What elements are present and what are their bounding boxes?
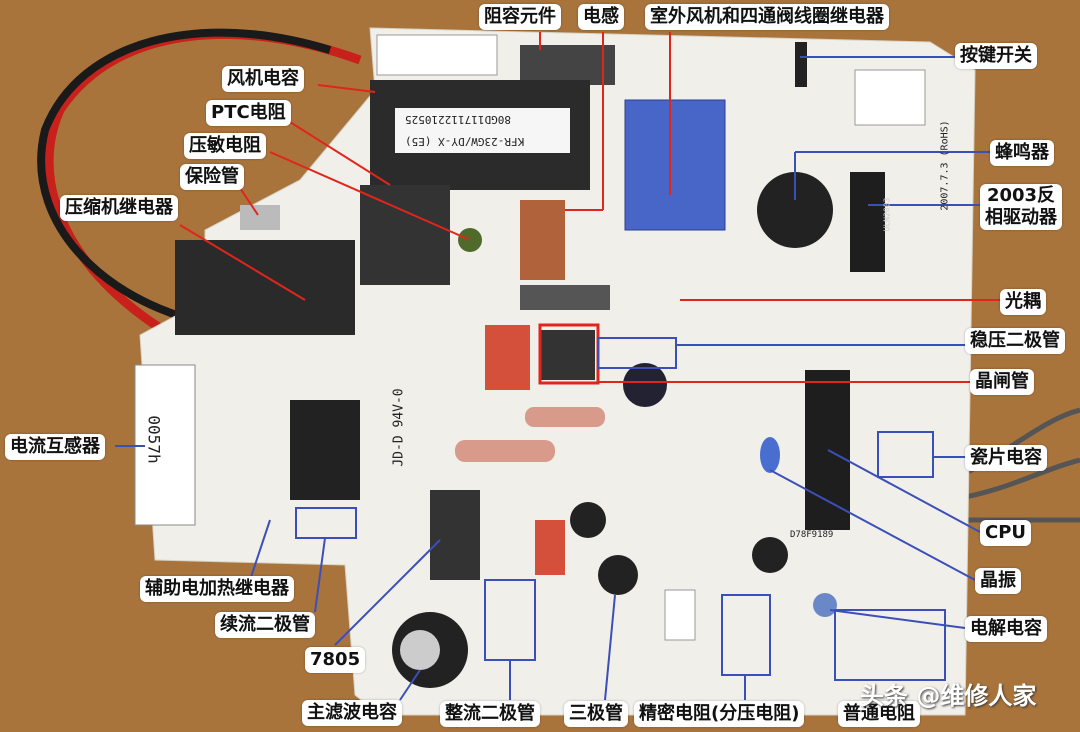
connector-cn12 bbox=[535, 520, 565, 575]
label-driver-line2: 相驱动器 bbox=[985, 207, 1057, 228]
label-ptc-resistor: PTC电阻 bbox=[206, 100, 291, 126]
zener-highlight bbox=[597, 337, 677, 369]
label-precision-resistor: 精密电阻(分压电阻) bbox=[634, 701, 805, 727]
cpu-mark: D78F9189 bbox=[790, 530, 834, 540]
label-thyristor: 晶闸管 bbox=[970, 369, 1034, 395]
label-driver: 2003反相驱动器 bbox=[980, 184, 1062, 230]
date-mark: 2007.7.3 (RoHS) bbox=[939, 120, 951, 211]
label-inductor: 电感 bbox=[578, 4, 624, 30]
power-resistor-1 bbox=[455, 440, 555, 462]
ceramic-cap-group bbox=[877, 431, 934, 478]
driver-mark: ULN2003 bbox=[882, 197, 892, 232]
power-resistor-2 bbox=[525, 407, 605, 427]
label-buzzer: 蜂鸣器 bbox=[990, 140, 1054, 166]
uln2003-chip bbox=[850, 172, 885, 272]
crystal-body bbox=[760, 437, 780, 473]
label-fan-capacitor: 风机电容 bbox=[222, 66, 304, 92]
compressor-relay-body bbox=[175, 240, 355, 335]
label-compressor-relay: 压缩机继电器 bbox=[60, 195, 178, 221]
electrolytic-cap-2 bbox=[570, 502, 606, 538]
label-rc-component: 阻容元件 bbox=[479, 4, 561, 30]
thyristor-body bbox=[540, 330, 595, 380]
buzzer-body bbox=[757, 172, 833, 248]
freewheel-highlight bbox=[295, 507, 357, 539]
aux-relay-body bbox=[290, 400, 360, 500]
electrolytic-cap-1 bbox=[623, 363, 667, 407]
electrolytic-cap-4 bbox=[813, 593, 837, 617]
label-electrolytic-capacitor: 电解电容 bbox=[965, 616, 1047, 642]
label-rectifier-diode: 整流二极管 bbox=[440, 701, 540, 727]
label-outdoor-fan-relay: 室外风机和四通阀线圈继电器 bbox=[645, 4, 889, 30]
label-aux-heater-relay: 辅助电加热继电器 bbox=[140, 576, 294, 602]
regulator-7805-body bbox=[430, 490, 480, 580]
leader-lines-red bbox=[179, 32, 1000, 383]
label-varistor: 压敏电阻 bbox=[184, 133, 266, 159]
label-crystal: 晶振 bbox=[975, 568, 1021, 594]
ct-mark: 0057h bbox=[144, 415, 164, 464]
label-transistor: 三极管 bbox=[564, 701, 628, 727]
label-cpu: CPU bbox=[980, 520, 1032, 546]
connector-cn1 bbox=[664, 589, 696, 641]
transistor-body bbox=[598, 555, 638, 595]
label-zener-diode: 稳压二极管 bbox=[965, 328, 1065, 354]
inductor-coil bbox=[520, 200, 565, 280]
sticker-model: KFR-23GW/DY-X (E5) bbox=[405, 135, 525, 148]
cpu-chip bbox=[805, 370, 850, 530]
connector-cn9 bbox=[485, 325, 530, 390]
ptc-block bbox=[360, 185, 450, 285]
connector-cn7 bbox=[854, 69, 926, 126]
connector-top bbox=[376, 34, 498, 76]
label-ordinary-resistor: 普通电阻 bbox=[838, 701, 920, 727]
leader-lines-blue bbox=[115, 56, 990, 701]
label-driver-line1: 2003反 bbox=[986, 185, 1056, 206]
capacitor-top bbox=[400, 630, 440, 670]
label-7805: 7805 bbox=[305, 647, 366, 673]
fuse-body bbox=[240, 205, 280, 230]
label-optocoupler: 光耦 bbox=[1000, 289, 1046, 315]
label-main-filter-capacitor: 主滤波电容 bbox=[302, 700, 402, 726]
label-fuse: 保险管 bbox=[180, 164, 244, 190]
label-key-switch: 按键开关 bbox=[955, 43, 1037, 69]
outdoor-fan-relay-body bbox=[624, 99, 726, 231]
board-mark: JD-D 94V-0 bbox=[391, 388, 407, 467]
resistor-block bbox=[520, 285, 610, 310]
rc-component-block bbox=[520, 45, 615, 85]
ordinary-resistor-highlight bbox=[834, 609, 946, 681]
watermark: 头条 @维修人家 bbox=[860, 682, 1037, 710]
model-sticker bbox=[395, 108, 570, 153]
label-current-transformer: 电流互感器 bbox=[5, 434, 105, 460]
sticker-serial: 80GD117112210525 bbox=[405, 113, 511, 126]
label-freewheel-diode: 续流二极管 bbox=[215, 612, 315, 638]
key-switch-body bbox=[795, 42, 807, 87]
electrolytic-cap-3 bbox=[752, 537, 788, 573]
label-ceramic-capacitor: 瓷片电容 bbox=[965, 445, 1047, 471]
black-wire bbox=[37, 28, 332, 334]
